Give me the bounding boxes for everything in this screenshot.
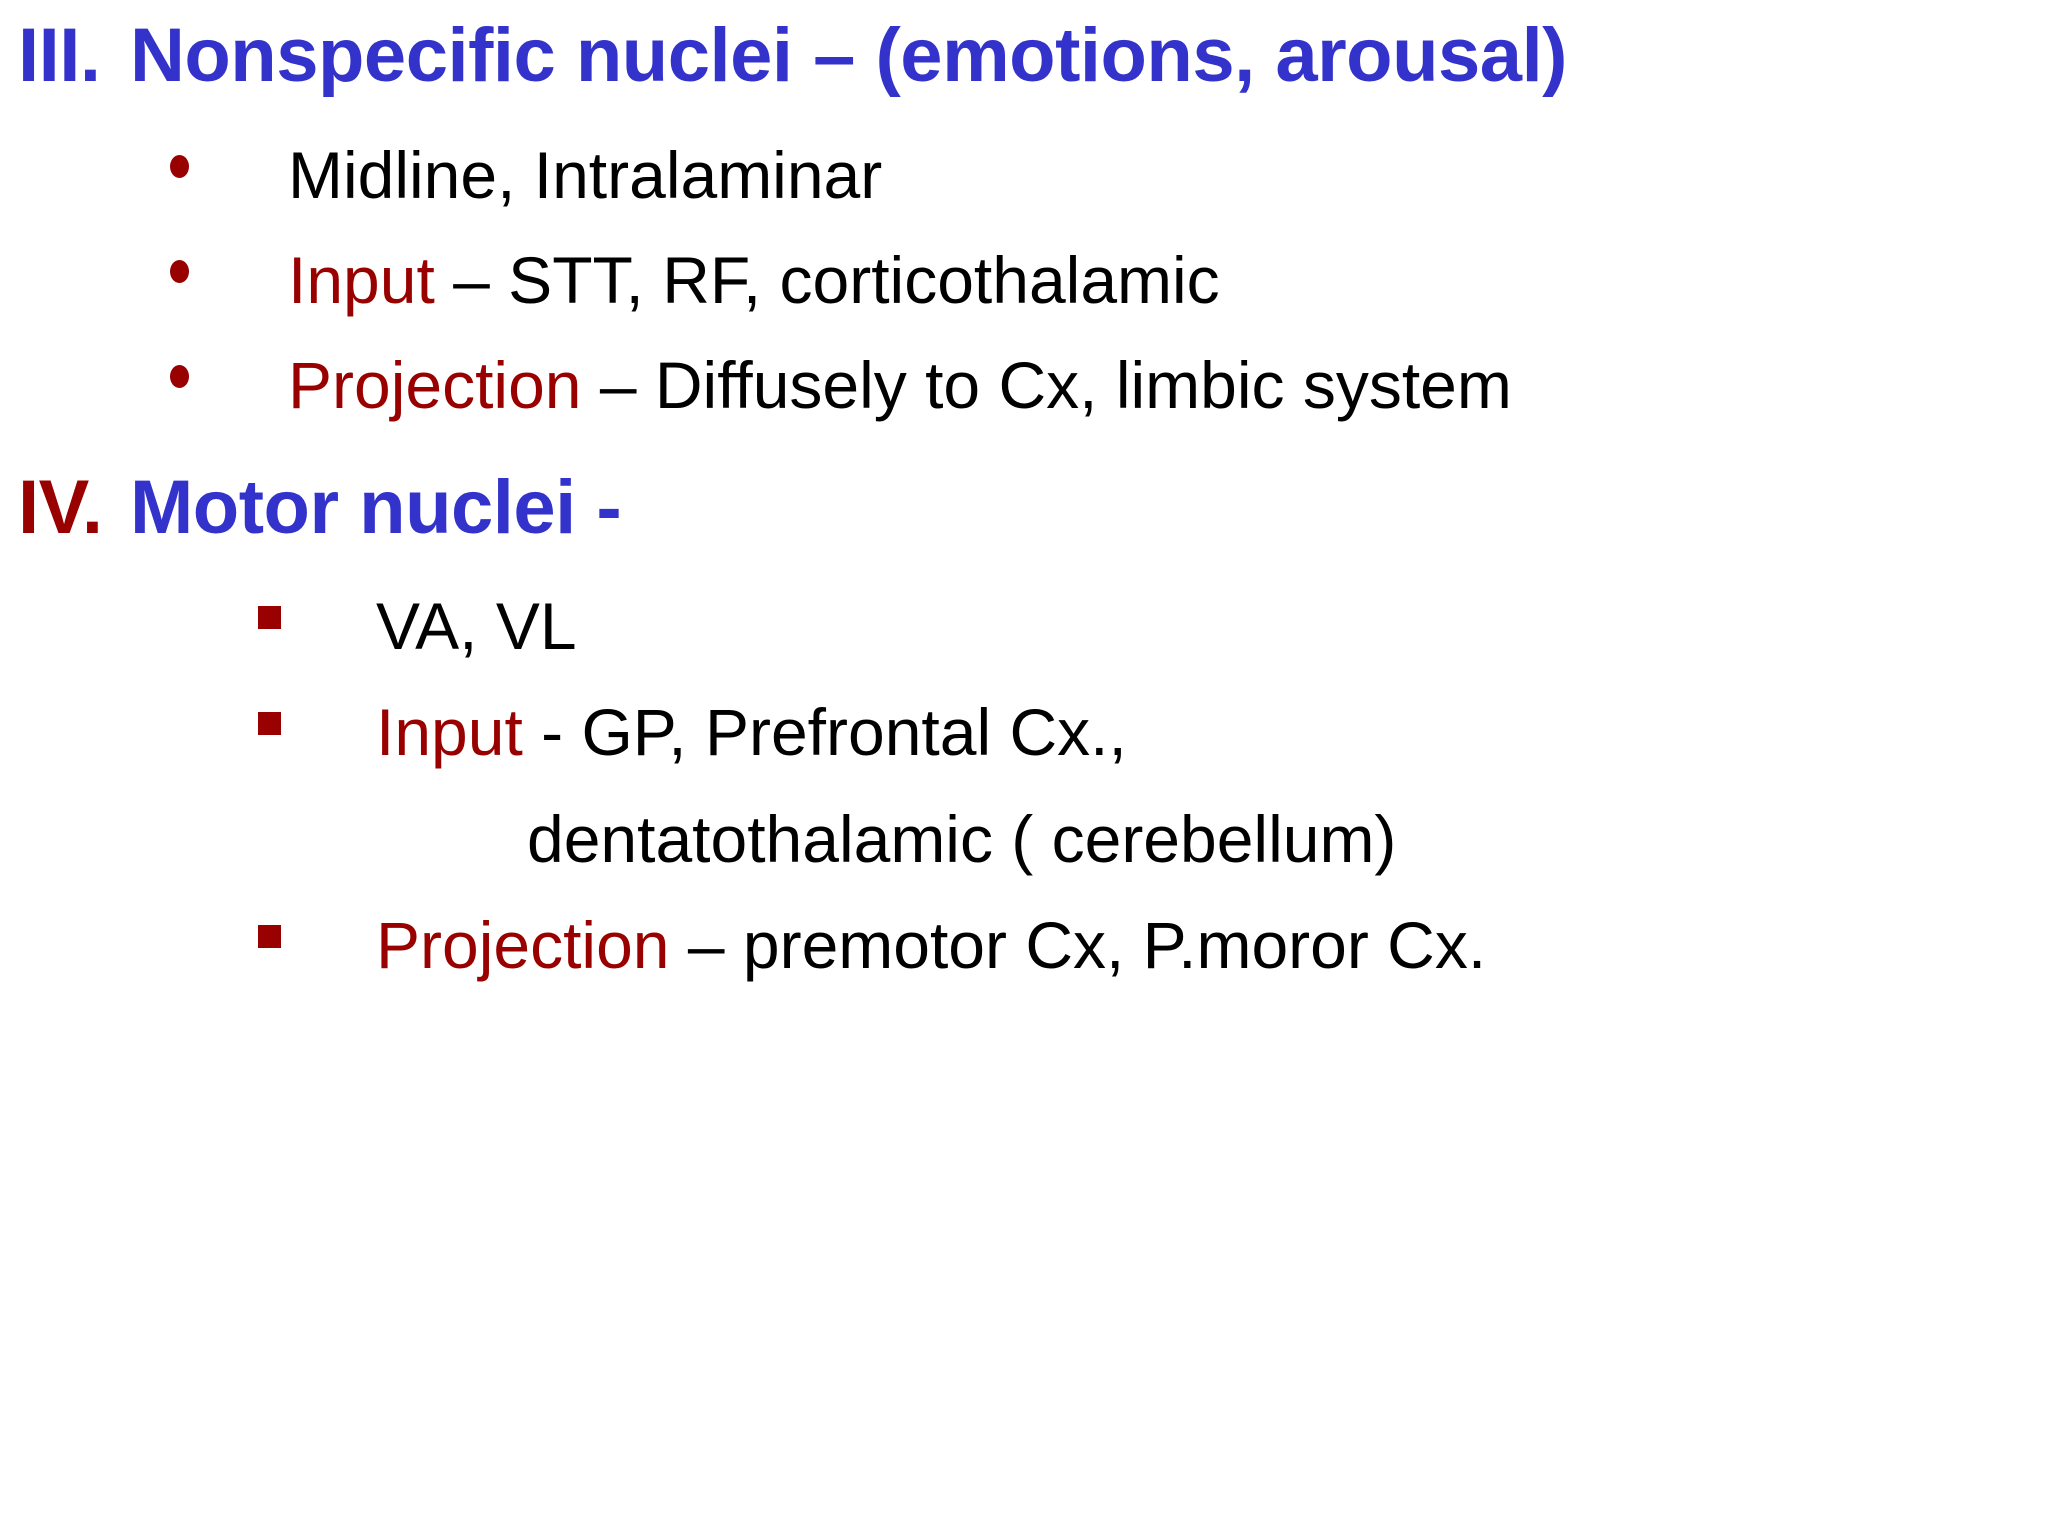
section-number-iii: III. — [18, 13, 101, 98]
list-item-body: – STT, RF, corticothalamic — [434, 243, 1220, 317]
round-bullet-icon — [170, 247, 288, 313]
section-number-iv: IV. — [18, 465, 103, 550]
list-item: Midline, Intralaminar — [170, 142, 882, 208]
square-bullet-icon — [258, 699, 376, 765]
list-item-text: Input - GP, Prefrontal Cx., — [376, 699, 1127, 765]
list-item-text: Projection – Diffusely to Cx, limbic sys… — [288, 352, 1512, 418]
list-item-keyword: Projection — [376, 908, 670, 982]
section-heading-iv: IV. Motor nuclei - — [18, 465, 622, 550]
list-item-text: VA, VL — [376, 593, 577, 659]
list-item-keyword: Input — [288, 243, 435, 317]
list-item-continuation: dentatothalamic ( cerebellum) — [527, 802, 1397, 876]
section-title-iv: Motor nuclei - — [130, 465, 622, 550]
list-item-body: Midline, Intralaminar — [288, 138, 883, 212]
list-item: Projection – premotor Cx, P.moror Cx. — [258, 912, 1486, 978]
list-item-text: Projection – premotor Cx, P.moror Cx. — [376, 912, 1486, 978]
list-item-keyword: Projection — [288, 348, 582, 422]
round-bullet-icon — [170, 352, 288, 418]
square-bullet-icon — [258, 912, 376, 978]
list-item-body: - GP, Prefrontal Cx., — [522, 695, 1127, 769]
section-title-iii: Nonspecific nuclei – (emotions, arousal) — [130, 13, 1568, 98]
list-item: Input – STT, RF, corticothalamic — [170, 247, 1220, 313]
square-bullet-icon — [258, 593, 376, 659]
list-item-body: VA, VL — [376, 589, 577, 663]
list-item: Projection – Diffusely to Cx, limbic sys… — [170, 352, 1512, 418]
list-item-body: – premotor Cx, P.moror Cx. — [669, 908, 1487, 982]
list-item-keyword: Input — [376, 695, 523, 769]
list-item-text: Input – STT, RF, corticothalamic — [288, 247, 1220, 313]
list-item-body: – Diffusely to Cx, limbic system — [581, 348, 1512, 422]
round-bullet-icon — [170, 142, 288, 208]
section-heading-iii: III. Nonspecific nuclei – (emotions, arou… — [18, 13, 1568, 98]
list-item: VA, VL — [258, 593, 577, 659]
list-item: Input - GP, Prefrontal Cx., — [258, 699, 1127, 765]
list-item-text: Midline, Intralaminar — [288, 142, 882, 208]
